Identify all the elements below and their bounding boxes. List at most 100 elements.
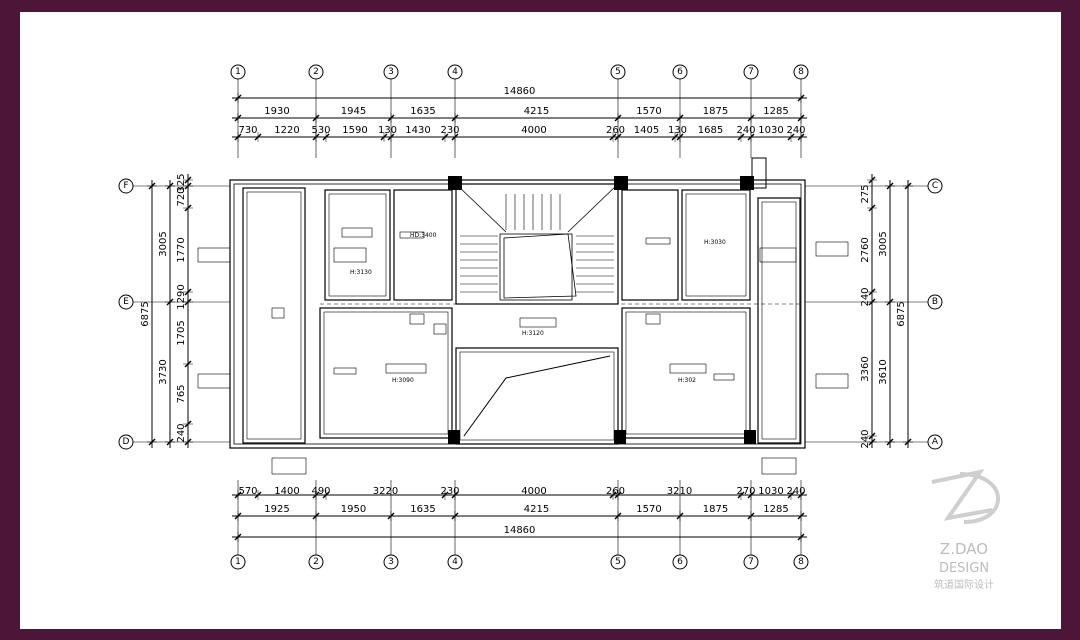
dim-label: 1570: [636, 504, 661, 515]
dim-label: 4000: [521, 486, 546, 497]
room-top-left: [324, 189, 391, 301]
room-label-center: H:3120: [522, 330, 544, 337]
dim-label: 130: [668, 125, 687, 136]
grid-col-3-bottom: 3: [383, 554, 399, 570]
grid-row-label: F: [123, 181, 128, 191]
room-right-big: [621, 307, 751, 439]
grid-col-label: 2: [313, 557, 319, 567]
dim-label: 4215: [524, 504, 549, 515]
shaft: [455, 347, 619, 445]
dim-label: 6875: [896, 301, 907, 326]
grid-col-label: 5: [615, 557, 621, 567]
dim-label: 130: [378, 125, 397, 136]
dim-label: 530: [311, 125, 330, 136]
room-label-top-right: H:3030: [704, 239, 726, 246]
watermark-sub: DESIGN: [939, 561, 989, 576]
dim-label: 240: [860, 287, 871, 306]
grid-col-8-top: 8: [793, 64, 809, 80]
grid-col-2-top: 2: [308, 64, 324, 80]
dim-label: 1400: [274, 486, 299, 497]
room-top-second: [393, 189, 453, 301]
dim-total: 14860: [504, 86, 536, 97]
watermark-brand: Z.DAO: [940, 540, 988, 558]
dim-label: 1285: [763, 504, 788, 515]
room-labels: H:3130 H:3090 H:3120 H:302 H:3030: [271, 227, 726, 384]
grid-col-7-bottom: 7: [743, 554, 759, 570]
grid-row-label: C: [932, 181, 938, 191]
grid-col-label: 4: [452, 67, 458, 77]
dim-label: 240: [176, 423, 187, 442]
dim-label: 765: [176, 384, 187, 403]
dim-label: 1930: [264, 106, 289, 117]
grid-col-label: 4: [452, 557, 458, 567]
dim-label: 1590: [342, 125, 367, 136]
stair-well: [503, 233, 577, 299]
grid-col-label: 7: [748, 67, 754, 77]
dim-label: 3610: [878, 359, 889, 384]
grid-row-E: E: [118, 294, 134, 310]
grid-col-4-bottom: 4: [447, 554, 463, 570]
tag-elevation: HD:3400: [410, 232, 437, 239]
dim-label: 240: [786, 125, 805, 136]
room-label-left-big: H:3090: [392, 377, 414, 384]
dim-label: 1635: [410, 106, 435, 117]
grid-col-label: 1: [235, 67, 241, 77]
dim-label: 260: [606, 125, 625, 136]
dim-label: 1285: [763, 106, 788, 117]
grid-col-1-bottom: 1: [230, 554, 246, 570]
grid-col-5-bottom: 5: [610, 554, 626, 570]
grid-col-label: 7: [748, 557, 754, 567]
dim-label: 1430: [405, 125, 430, 136]
dim-label: 4215: [524, 106, 549, 117]
outer-wall-inner: [233, 183, 802, 445]
watermark-cn: 筑道国际设计: [934, 578, 994, 591]
grid-col-2-bottom: 2: [308, 554, 324, 570]
grid-row-F: F: [118, 178, 134, 194]
grid-col-label: 2: [313, 67, 319, 77]
grid-row-label: B: [932, 297, 938, 307]
dim-label: 270: [736, 486, 755, 497]
dim-label: 1635: [410, 504, 435, 515]
grid-col-3-top: 3: [383, 64, 399, 80]
dim-label: 6875: [140, 301, 151, 326]
grid-row-A: A: [927, 434, 943, 450]
dim-label: 3220: [373, 486, 398, 497]
grid-row-B: B: [927, 294, 943, 310]
dim-label: 490: [311, 486, 330, 497]
dim-label: 2760: [860, 237, 871, 262]
dim-label: 1925: [264, 504, 289, 515]
grid-row-D: D: [118, 434, 134, 450]
dim-label: 240: [786, 486, 805, 497]
dim-label: 1705: [176, 320, 187, 345]
elevation-tags: [197, 231, 849, 475]
grid-col-8-bottom: 8: [793, 554, 809, 570]
dim-label: 3005: [158, 231, 169, 256]
grid-col-label: 3: [388, 557, 394, 567]
dim-label: 1405: [634, 125, 659, 136]
grid-rows: F E D C B A: [118, 178, 943, 450]
grid-col-label: 5: [615, 67, 621, 77]
dim-label: 720: [176, 187, 187, 206]
logo-mark-icon: [931, 469, 993, 521]
dim-label: 3210: [667, 486, 692, 497]
dim-label: 1570: [636, 106, 661, 117]
dim-label: 3730: [158, 359, 169, 384]
grid-col-label: 6: [677, 557, 683, 567]
dim-total: 14860: [504, 525, 536, 536]
dim-label: 275: [860, 184, 871, 203]
dim-label: 3360: [860, 356, 871, 381]
grid-col-7-top: 7: [743, 64, 759, 80]
dim-label: 730: [238, 125, 257, 136]
dim-label: 230: [440, 125, 459, 136]
dim-label: 1220: [274, 125, 299, 136]
dim-label: 1770: [176, 237, 187, 262]
walls: [229, 157, 806, 449]
dim-label: 1030: [758, 125, 783, 136]
grid-col-4-top: 4: [447, 64, 463, 80]
structural-columns: [448, 176, 756, 444]
grid-row-label: D: [123, 437, 130, 447]
dim-label: 1875: [703, 106, 728, 117]
